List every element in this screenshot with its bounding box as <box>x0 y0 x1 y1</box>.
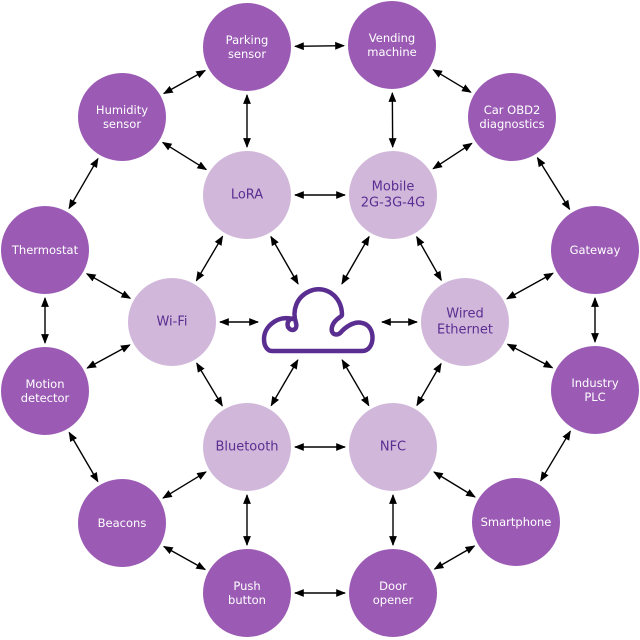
arrow-bluetooth-wifi <box>196 362 223 407</box>
arrow-gateway-ethernet <box>506 272 554 300</box>
arrow-beacons-bluetooth <box>162 471 207 499</box>
node-thermostat: Thermostat <box>1 206 89 294</box>
node-smartphone: Smartphone <box>472 478 560 566</box>
node-nfc: NFC <box>349 403 437 491</box>
arrow-lora-cloud <box>270 235 299 285</box>
node-label: diagnostics <box>479 117 544 131</box>
arrow-vending-obd2 <box>432 69 472 93</box>
arrow-mobile-ethernet <box>416 235 442 282</box>
arrow-smartphone-door <box>433 545 476 570</box>
node-circle <box>468 73 556 161</box>
node-label: Gateway <box>570 243 621 257</box>
node-label: detector <box>21 391 70 405</box>
node-label: Parking <box>226 33 269 47</box>
node-label: Thermostat <box>11 243 79 257</box>
node-circle <box>1 206 89 294</box>
node-label: Motion <box>26 377 65 391</box>
node-circle <box>203 3 291 91</box>
node-label: Industry <box>571 376 618 390</box>
arrow-wifi-lora <box>195 235 224 282</box>
cloud-icon <box>261 287 375 354</box>
node-label: Bluetooth <box>215 440 278 455</box>
arrow-humidity-lora <box>161 141 208 171</box>
node-circle <box>551 346 639 434</box>
arrow-smartphone-nfc <box>433 471 476 498</box>
node-label: Wi-Fi <box>156 315 187 330</box>
node-label: Car OBD2 <box>484 103 541 117</box>
node-label: Smartphone <box>481 515 552 529</box>
node-label: button <box>228 593 266 607</box>
node-label: sensor <box>228 47 266 61</box>
node-circle <box>551 206 639 294</box>
node-wifi: Wi-Fi <box>128 278 216 366</box>
arrow-motion-wifi <box>86 344 131 369</box>
node-label: Mobile <box>372 180 415 195</box>
arrow-plc-smartphone <box>540 430 571 482</box>
node-label: 2G-3G-4G <box>361 196 425 211</box>
node-circle <box>203 549 291 637</box>
node-label: Vending <box>369 31 415 45</box>
node-circle <box>78 73 166 161</box>
node-label: Wired <box>446 307 484 322</box>
node-circle <box>128 278 216 366</box>
node-circle <box>348 1 436 89</box>
node-label: sensor <box>103 117 141 131</box>
node-circle <box>203 151 291 239</box>
arrow-ethernet-nfc <box>416 362 442 407</box>
node-beacons: Beacons <box>78 479 166 567</box>
node-label: LoRA <box>231 188 263 203</box>
node-circle <box>203 403 291 491</box>
node-circle <box>1 347 89 435</box>
arrow-humidity-parking <box>163 69 206 95</box>
node-lora: LoRA <box>203 151 291 239</box>
arrow-obd2-mobile <box>432 142 473 170</box>
arrow-plc-ethernet <box>506 343 554 369</box>
arrow-obd2-gateway <box>536 156 571 211</box>
node-gateway: Gateway <box>551 206 639 294</box>
node-circle <box>349 403 437 491</box>
node-label: Door <box>379 579 407 593</box>
node-label: machine <box>367 45 416 59</box>
arrow-thermostat-humidity <box>68 157 99 210</box>
arrow-nfc-cloud <box>341 359 370 407</box>
node-circle <box>349 151 437 239</box>
node-circle <box>421 278 509 366</box>
arrow-bluetooth-cloud <box>270 359 299 407</box>
node-label: NFC <box>380 440 406 455</box>
node-label: Push <box>233 579 260 593</box>
node-circle <box>472 478 560 566</box>
arrow-mobile-cloud <box>341 235 370 285</box>
arrow-thermostat-wifi <box>85 273 132 299</box>
connection-arrows <box>41 41 599 597</box>
node-label: PLC <box>584 390 605 404</box>
node-circle <box>78 479 166 567</box>
node-label: Ethernet <box>437 323 493 338</box>
node-label: Beacons <box>98 516 147 530</box>
arrow-beacons-motion <box>68 431 99 483</box>
arrow-parking-vending <box>294 41 345 51</box>
node-circle <box>349 549 437 637</box>
arrow-push-beacons <box>163 545 206 571</box>
node-label: opener <box>373 593 414 607</box>
node-label: Humidity <box>96 103 148 117</box>
node-bluetooth: Bluetooth <box>203 403 291 491</box>
